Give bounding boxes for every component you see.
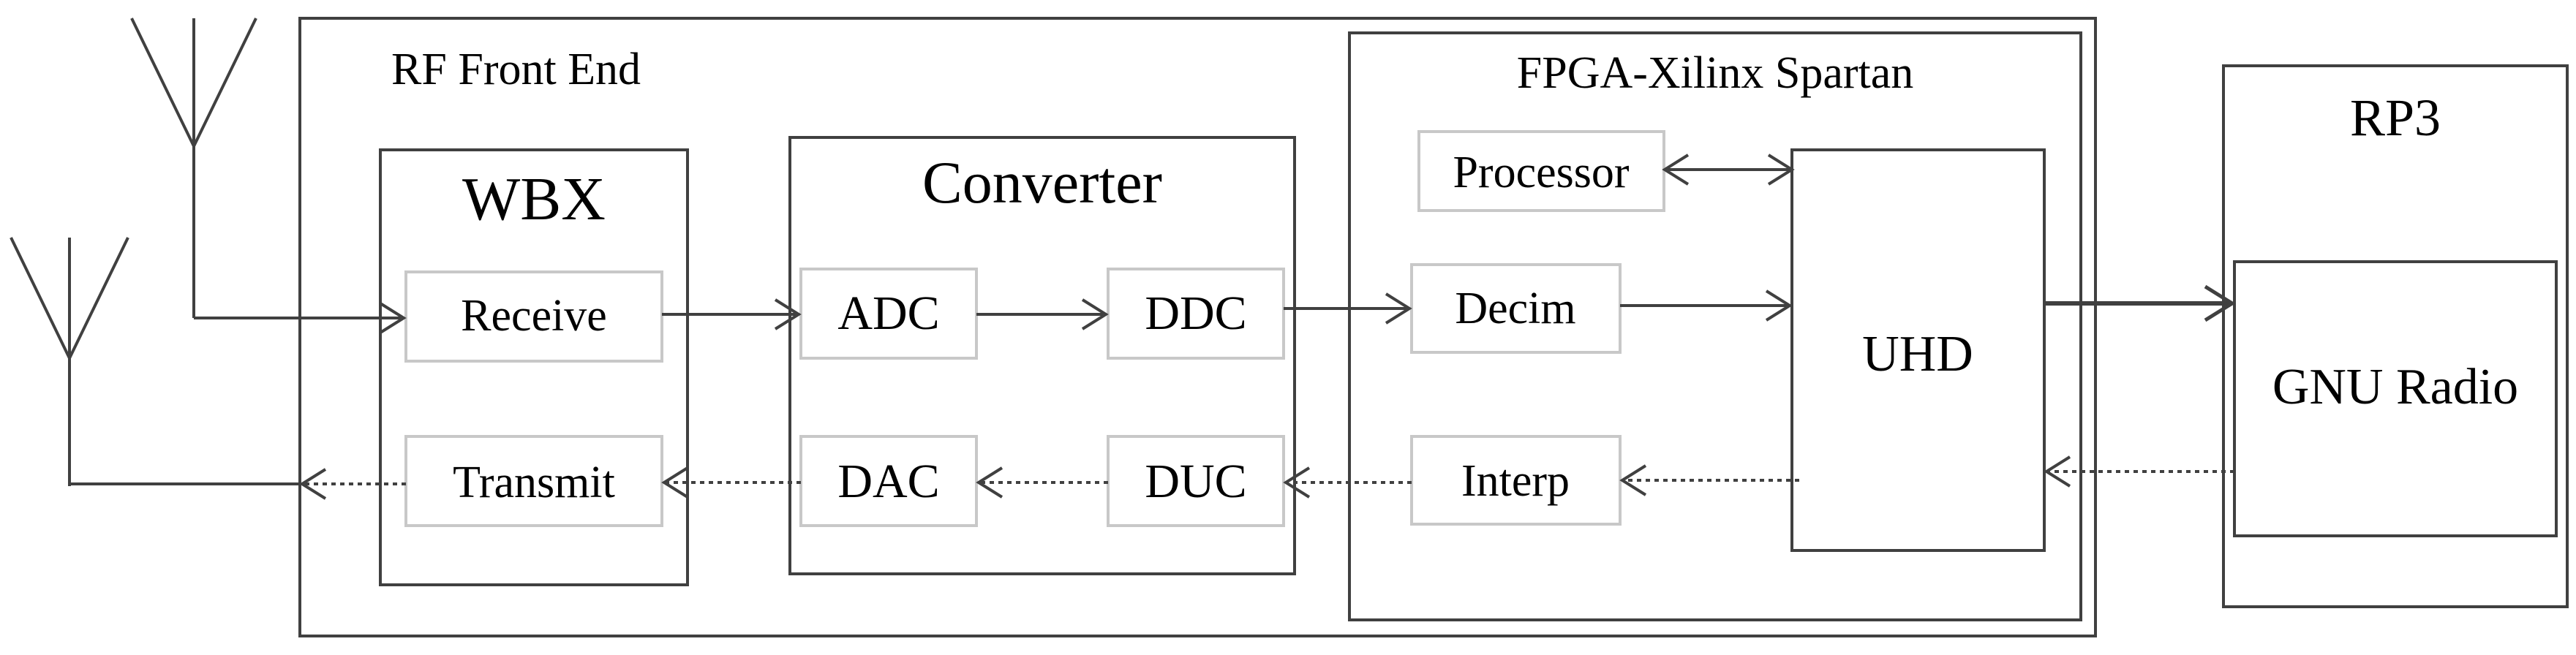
fpga-title: FPGA-Xilinx Spartan [1517,48,1914,98]
gnu-radio-label: GNU Radio [2272,359,2518,415]
ddc-label: DDC [1145,287,1246,340]
interp-block [1410,435,1622,526]
processor-block [1417,130,1665,212]
converter-title: Converter [922,149,1162,216]
transmit-label: Transmit [453,458,615,507]
uhd-label: UHD [1862,326,1973,382]
receive-signal-path [194,154,2236,334]
dac-label: DAC [837,455,939,508]
transmit-signal-path [68,358,2234,500]
adc-block [799,268,978,360]
interp-label: Interp [1461,456,1570,506]
uhd-block [1790,148,2046,552]
antenna-icon [130,18,257,318]
rf-front-end-title: RF Front End [391,45,641,94]
transmit-block [404,435,663,527]
gnu-radio-block [2233,260,2558,537]
decim-block [1410,263,1622,354]
receive-block [404,270,663,363]
ddc-block [1107,268,1285,360]
duc-block [1107,435,1285,527]
wbx-title: WBX [462,165,606,233]
decim-label: Decim [1455,284,1575,333]
rp3-title: RP3 [2350,88,2441,147]
receive-label: Receive [461,291,607,341]
dac-block [799,435,978,527]
processor-label: Processor [1453,148,1629,197]
duc-label: DUC [1145,455,1246,508]
adc-label: ADC [837,287,939,340]
